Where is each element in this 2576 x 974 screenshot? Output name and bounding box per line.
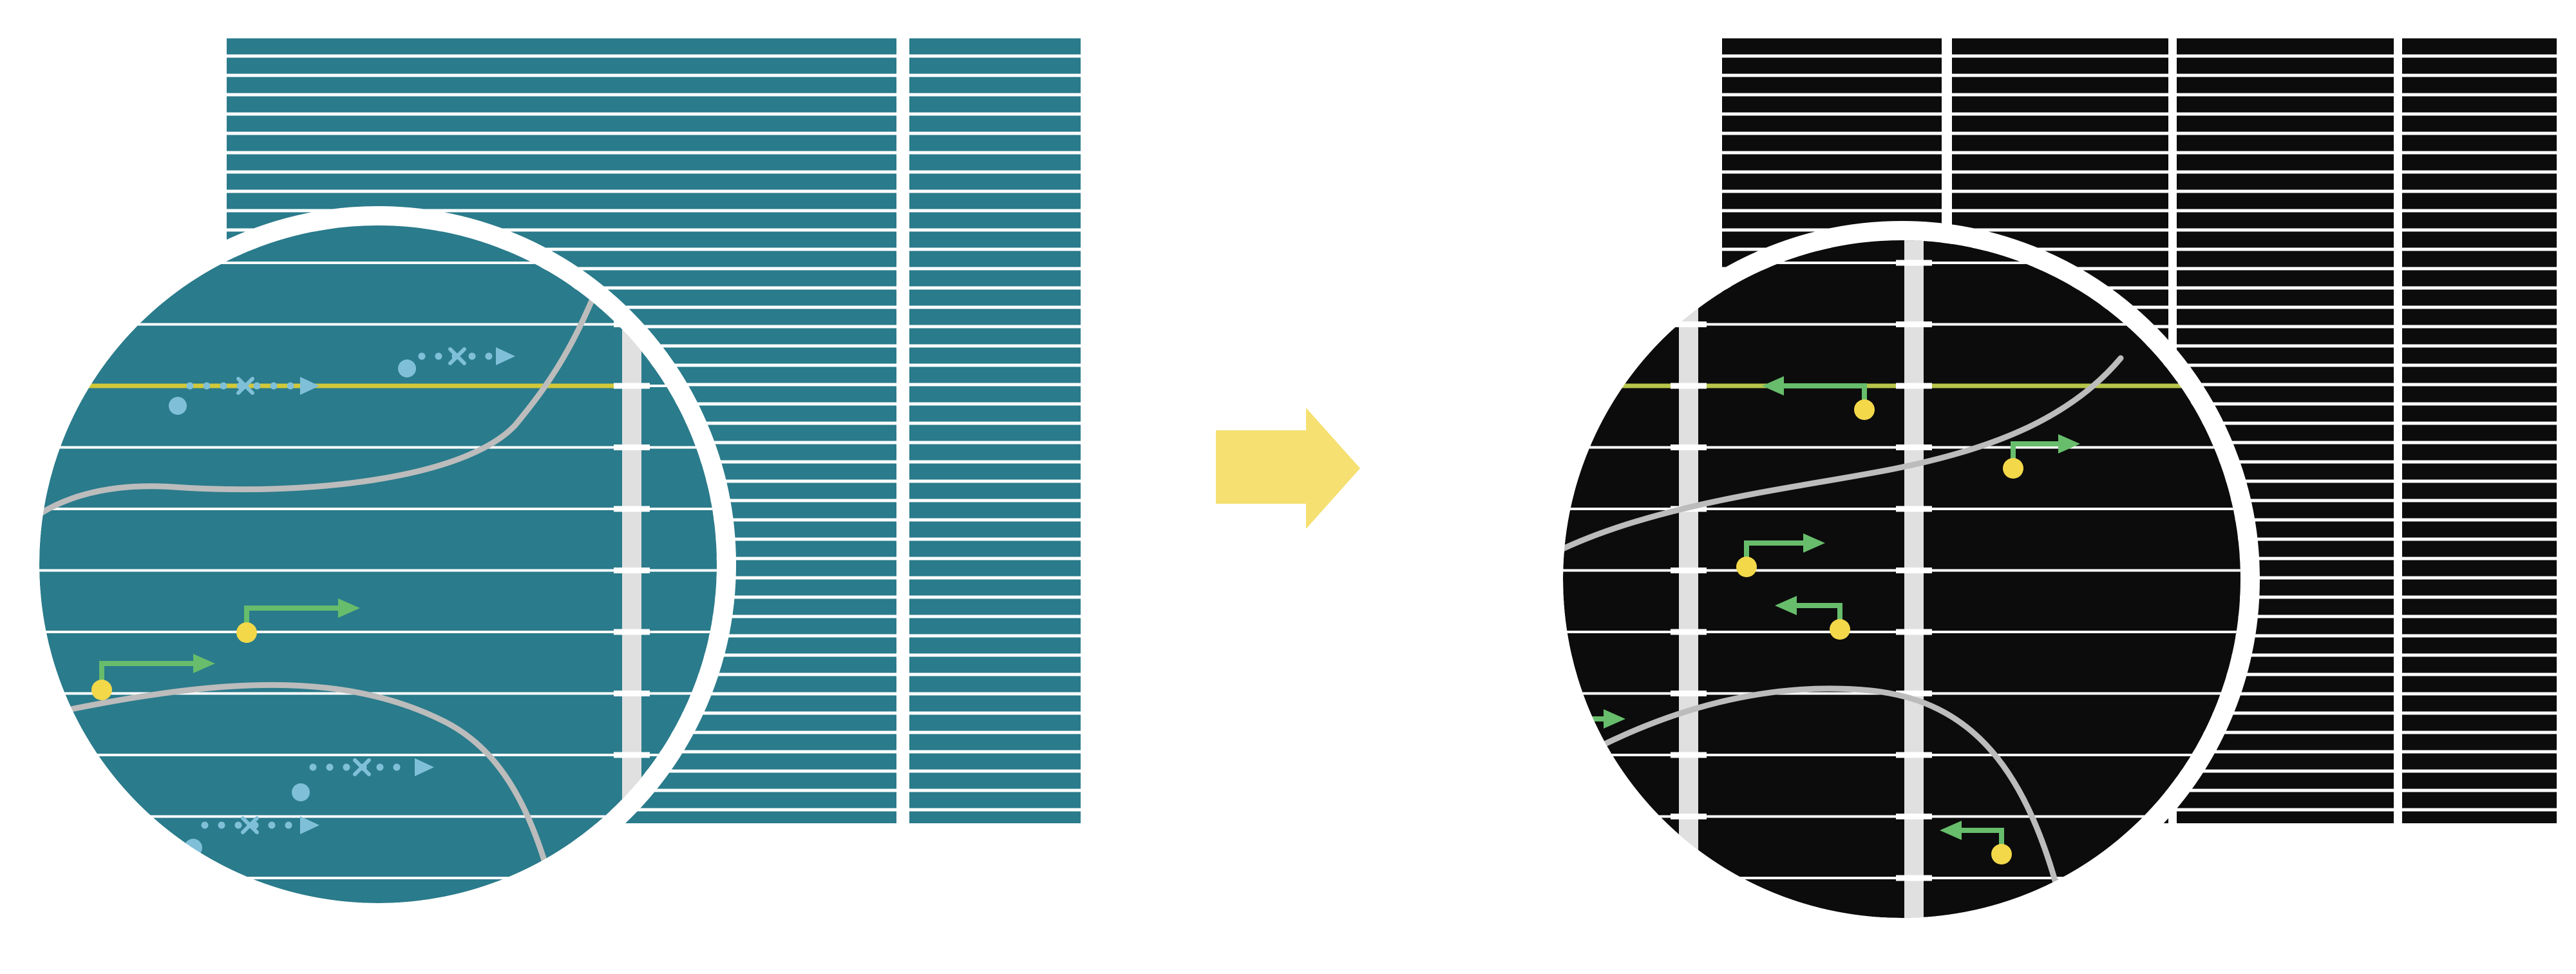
right-busbar	[1679, 240, 1698, 918]
arrowhead-icon	[193, 654, 215, 673]
electron-dot	[236, 622, 257, 643]
recombination-x-icon	[241, 816, 259, 834]
collected-carrier-path	[1762, 376, 1875, 420]
electron-dot	[1854, 399, 1875, 420]
right-busbar	[1904, 240, 1924, 918]
arrowhead-icon	[2058, 434, 2080, 454]
recombination-x-icon	[236, 377, 254, 395]
arrowhead-icon	[1940, 821, 1962, 840]
arrowhead-icon	[300, 816, 319, 834]
electron-dot	[2003, 458, 2023, 479]
collected-carrier-path	[1736, 533, 1825, 577]
arrowhead-icon	[1803, 533, 1825, 553]
transition-arrow-icon	[1216, 408, 1360, 529]
blocked-carrier-path	[292, 758, 434, 801]
grain-boundary-curve	[39, 682, 565, 903]
right-magnified-cell-surface	[1563, 240, 2240, 918]
electron-dot	[1542, 732, 1562, 752]
recombination-x-icon	[448, 347, 466, 365]
carrier-dot	[169, 397, 187, 415]
recombination-x-icon	[353, 758, 371, 776]
electron-dot	[1736, 557, 1757, 577]
arrowhead-icon	[1762, 376, 1784, 396]
blocked-carrier-path	[184, 816, 319, 857]
right-panel-group	[1542, 36, 2557, 937]
arrowhead-icon	[496, 347, 515, 365]
electron-dot	[1991, 844, 2012, 864]
grain-boundary-curve	[1563, 355, 2124, 557]
right-magnifier-inset	[1542, 221, 2260, 937]
collected-carrier-path	[236, 598, 360, 643]
carrier-dot	[292, 783, 310, 801]
arrowhead-icon	[415, 758, 434, 776]
arrowhead-icon	[1775, 596, 1797, 615]
arrowhead-icon	[300, 377, 319, 395]
blocked-carrier-path	[398, 347, 515, 377]
collected-carrier-path	[1940, 821, 2012, 864]
blocked-carrier-path	[169, 377, 319, 415]
left-magnifier-inset	[20, 206, 736, 922]
left-magnifier-ring	[20, 206, 736, 922]
right-magnifier-ring	[1544, 221, 2260, 937]
collected-carrier-path	[91, 654, 215, 700]
grain-boundary-curve	[1563, 685, 2067, 918]
electron-dot	[1830, 619, 1850, 640]
left-magnified-cell-surface	[39, 225, 717, 903]
electron-dot	[91, 680, 112, 700]
left-panel-group	[20, 36, 1081, 922]
collected-carrier-path	[2003, 434, 2080, 479]
collected-carrier-path	[1775, 596, 1850, 640]
arrowhead-icon	[1604, 709, 1625, 729]
arrowhead-icon	[338, 598, 360, 618]
carrier-dot	[398, 359, 416, 377]
right-magnifier-content	[1542, 240, 2240, 918]
grain-boundary-curve	[39, 225, 624, 548]
